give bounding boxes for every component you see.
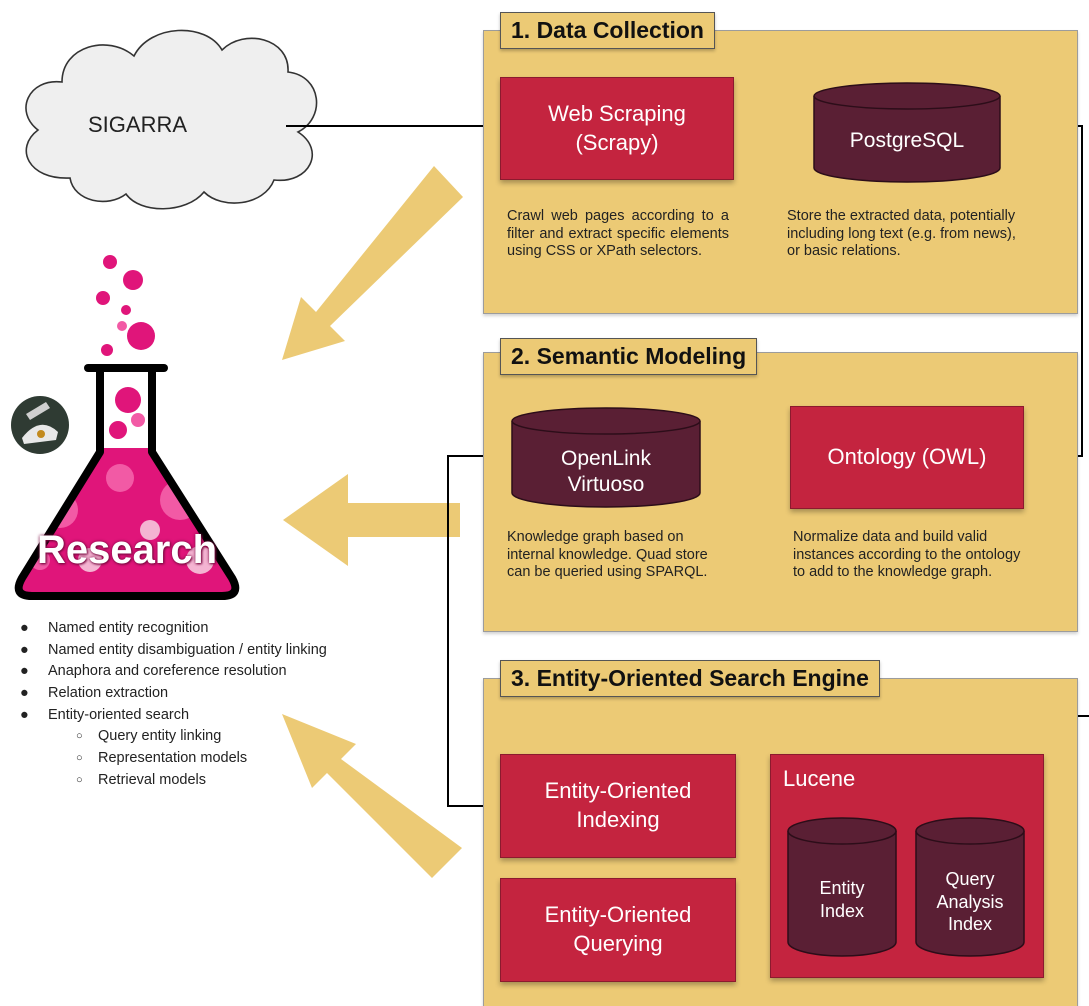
logo-badge-icon	[11, 396, 69, 454]
research-arrow-lower	[282, 714, 462, 878]
entity-index-database-icon	[787, 817, 897, 957]
stage2-title: 2. Semantic Modeling	[500, 338, 758, 375]
query-index-line1: Query	[945, 869, 995, 889]
query-index-label: Query Analysis Index	[914, 868, 1026, 936]
web-scraping-line1: Web Scraping	[548, 100, 686, 126]
stage3-title: 3. Entity-Oriented Search Engine	[500, 660, 880, 697]
indexing-box: Entity-Oriented Indexing	[500, 754, 736, 858]
arrow-virtuoso-to-indexing	[447, 455, 512, 811]
querying-box: Entity-Oriented Querying	[500, 878, 736, 982]
query-index-line3: Index	[947, 914, 993, 934]
virtuoso-description: Knowledge graph based on internal knowle…	[507, 529, 708, 580]
virtuoso-line2: Virtuoso	[567, 473, 645, 497]
postgresql-database-icon	[813, 82, 1001, 183]
research-flask	[14, 255, 240, 600]
querying-line2: Querying	[573, 931, 663, 956]
web-scraping-box: Web Scraping (Scrapy)	[500, 77, 734, 180]
query-analysis-index-database-icon	[915, 817, 1025, 957]
research-label: Research	[36, 528, 218, 572]
query-index-line2: Analysis	[936, 891, 1004, 912]
lucene-label: Lucene	[783, 766, 856, 791]
virtuoso-label: OpenLink Virtuoso	[510, 446, 702, 499]
entity-index-line2: Index	[819, 900, 865, 921]
querying-line1: Entity-Oriented	[544, 902, 692, 928]
stage1-title: 1. Data Collection	[500, 12, 715, 49]
ontology-description: Normalize data and build valid instances…	[793, 529, 1021, 580]
entity-index-label: Entity Index	[786, 877, 898, 922]
ontology-box: Ontology (OWL)	[790, 406, 1024, 509]
scraping-description: Crawl web pages according to a filter an…	[507, 208, 729, 259]
indexing-line1: Entity-Oriented	[544, 778, 692, 804]
virtuoso-line1: OpenLink	[561, 447, 651, 470]
research-arrow-middle	[283, 474, 460, 566]
postgresql-description: Store the extracted data, potentially in…	[787, 208, 1016, 259]
research-arrow-upper	[282, 166, 463, 360]
sigarra-label: SIGARRA	[88, 112, 188, 137]
entity-index-line1: Entity	[819, 878, 865, 898]
sigarra-cloud	[25, 29, 318, 210]
virtuoso-database-icon	[511, 407, 701, 508]
indexing-line2: Indexing	[576, 807, 660, 832]
web-scraping-line2: (Scrapy)	[575, 129, 659, 155]
postgresql-label: PostgreSQL	[849, 129, 965, 152]
